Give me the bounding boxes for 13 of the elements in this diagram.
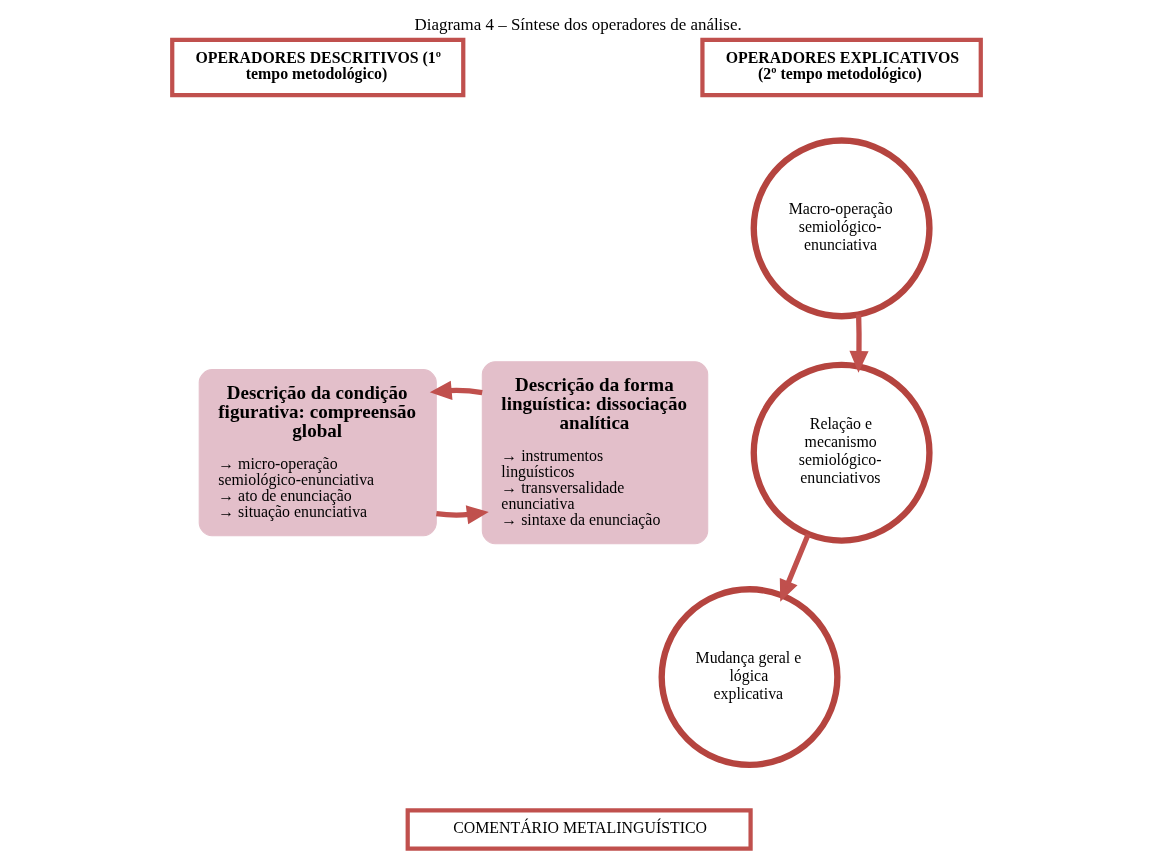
node-box: OPERADORES EXPLICATIVOS (2º tempo metodológico): [700, 37, 983, 98]
arrow: [779, 533, 811, 602]
node-circle: Mudança geral e lógica explicativa: [658, 586, 841, 769]
node-box: Descrição da condição figurativa: compreensão global → micro-operação semiológico-enunciativa → ato de enunciação → situação enunciativa: [198, 369, 437, 537]
node-circle: Relação e mecanismo semiológico-enunciativos: [750, 361, 933, 544]
diagram-title: Diagrama 4 – Síntese dos operadores de análise.: [414, 15, 742, 35]
node-circle: Macro-operação semiológico-enunciativa: [750, 137, 933, 320]
arrow: [429, 380, 483, 400]
arrow: [849, 314, 869, 373]
node-box: Descrição da forma linguística: dissociação analítica → instrumentos linguísticos → transversalidade enunciativa → sintaxe da enunciação: [481, 361, 709, 545]
arrow: [436, 505, 489, 525]
node-box: COMENTÁRIO METALINGUÍSTICO: [405, 808, 753, 851]
node-box: OPERADORES DESCRITIVOS (1º tempo metodológico): [170, 37, 466, 98]
